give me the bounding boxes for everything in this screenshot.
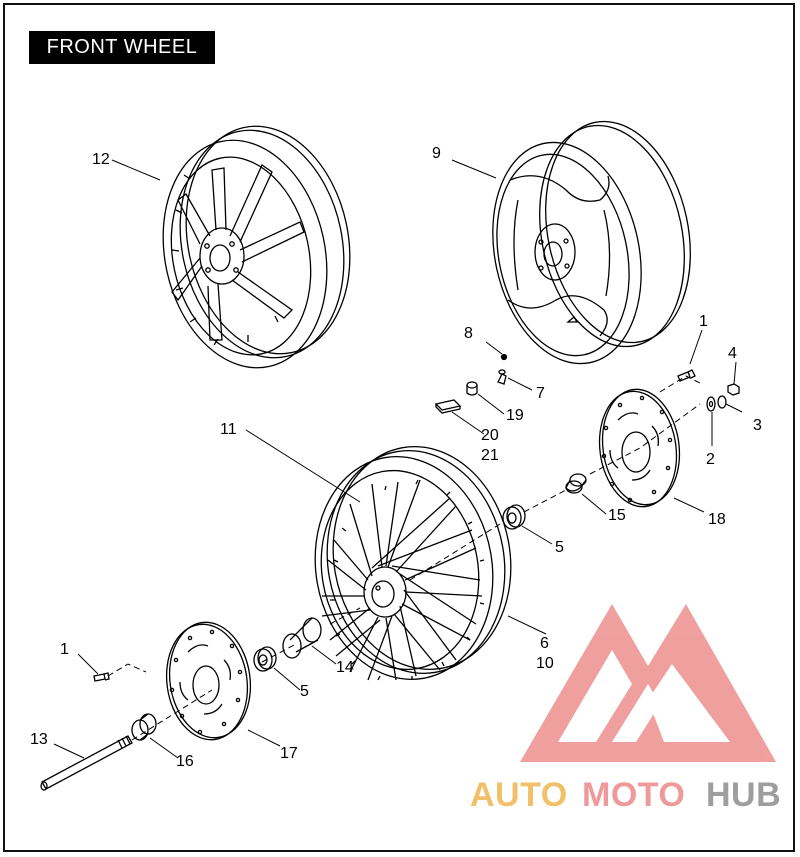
bolt-1-upper [677,369,696,382]
callout-11: 11 [220,421,237,438]
callout-21: 21 [481,447,499,464]
bearing-5-upper [502,504,526,530]
spacer-16 [131,713,157,741]
leader-lines [53,159,743,759]
diagram-frame [3,3,795,852]
callout-12: 12 [92,151,110,168]
diagram-title: FRONT WHEEL [29,31,215,64]
axle-13 [40,735,133,791]
callout-1-lower: 1 [60,641,69,658]
spacer-15 [565,473,587,494]
assembly-axis-lines [107,375,703,741]
callout-7: 7 [536,385,545,402]
watermark-moto: MOTO [582,776,685,814]
callout-17: 17 [280,745,298,762]
callout-labels: 12 9 1 4 8 7 3 2 19 20 21 11 15 18 5 6 1… [30,145,762,770]
callout-15: 15 [608,507,626,524]
watermark-logo-icon [520,604,776,762]
callout-19: 19 [506,407,524,424]
callout-18: 18 [708,511,726,528]
callout-6: 6 [540,635,549,652]
callout-14: 14 [336,659,354,676]
cast-wheel-12 [162,125,351,369]
washer-3 [717,395,727,409]
callout-8: 8 [464,325,473,342]
callout-3: 3 [753,417,762,434]
nut-4 [727,383,740,396]
watermark-auto: AUTO [470,776,568,814]
watermark-hub: HUB [706,776,781,814]
bolt-1-lower [93,672,110,682]
callout-13: 13 [30,731,48,748]
spacer-19 [466,381,478,396]
callout-10: 10 [536,655,554,672]
valve-cap-8 [500,353,508,361]
callout-1-upper: 1 [699,313,708,330]
spacer-14 [282,617,322,659]
disc-wheel-9 [492,120,691,365]
watermark-wordmark: AUTO MOTO HUB [470,776,781,814]
washer-2 [706,396,716,412]
brake-rotor-17 [165,621,252,741]
callout-4: 4 [728,345,737,362]
callout-9: 9 [432,145,441,162]
callout-16: 16 [176,753,194,770]
spoke-wheel-11 [314,445,512,681]
callout-5-lower: 5 [300,683,309,700]
brake-rotor-18 [598,388,681,508]
callout-2: 2 [706,451,715,468]
callout-20: 20 [481,427,499,444]
bearing-5-lower [253,646,277,672]
weight-20-21 [434,399,462,414]
callout-5-upper: 5 [555,539,564,556]
valve-stem-7 [497,369,507,385]
